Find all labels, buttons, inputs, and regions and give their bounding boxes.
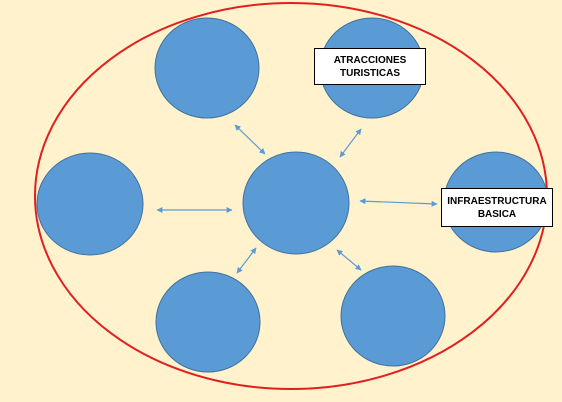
node-center (242, 151, 350, 255)
arrow-center-top-left (234, 124, 266, 155)
arrow-center-right (359, 198, 438, 207)
arrow-center-bottom-left (236, 247, 257, 274)
arrow-center-top-right (339, 128, 362, 158)
node-left (36, 152, 144, 256)
label-infraestructura-basica: INFRAESTRUCTURA BASICA (441, 188, 553, 227)
arrow-center-bottom-right (336, 249, 362, 271)
label-atracciones-line2: TURISTICAS (340, 67, 400, 79)
node-bottom-right (340, 265, 446, 367)
label-infraestructura-line1: INFRAESTRUCTURA (447, 195, 547, 207)
label-atracciones-turisticas: ATRACCIONES TURISTICAS (314, 48, 426, 85)
label-atracciones-line1: ATRACCIONES (333, 54, 407, 66)
node-bottom-left (155, 271, 261, 373)
label-infraestructura-line2: BASICA (477, 208, 517, 220)
node-top-left (154, 17, 260, 119)
